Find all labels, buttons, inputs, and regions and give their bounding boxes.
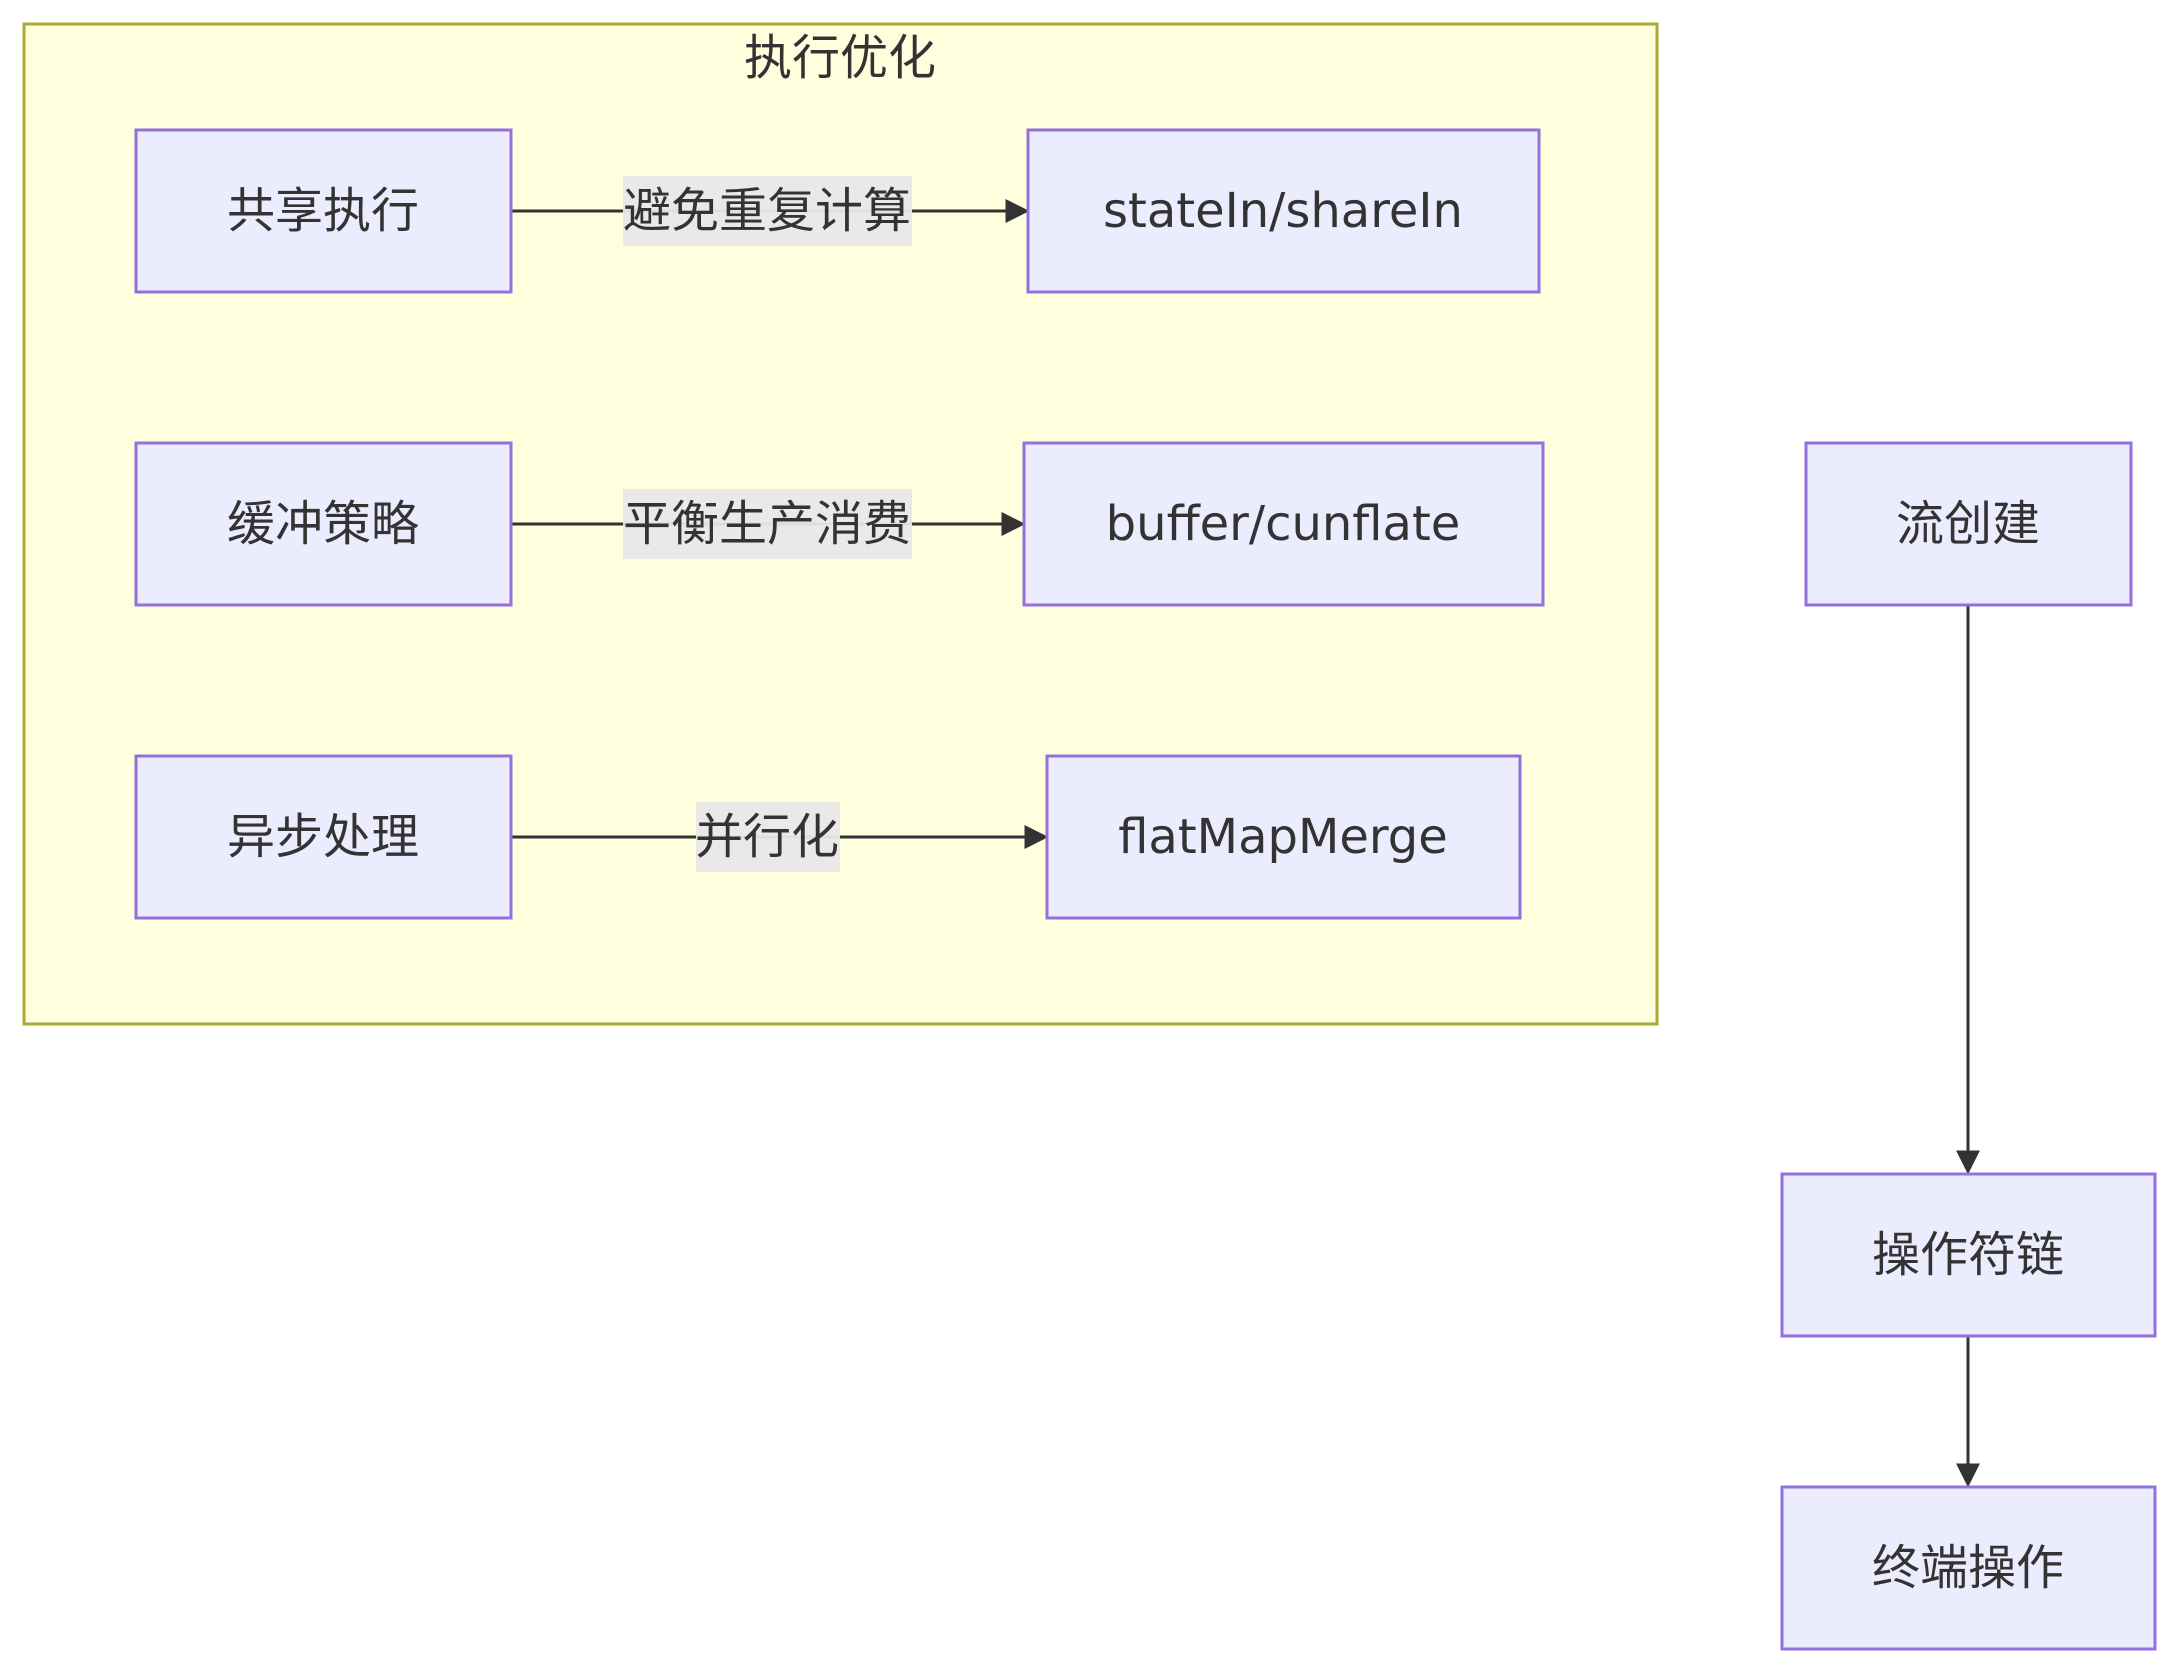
edge-label-balance: 平衡生产消费 — [623, 496, 911, 552]
edge-async-to-flatmap: 并行化 — [511, 802, 1049, 872]
node-flow-create: 流创建 — [1804, 441, 2133, 607]
edge-label-bg — [696, 802, 840, 872]
edge-label-parallel: 并行化 — [695, 809, 839, 865]
node-async-proc: 异步处理 — [134, 754, 513, 920]
svg-text:流创建: 流创建 — [1896, 496, 2040, 552]
svg-text:终端操作: 终端操作 — [1872, 1540, 2064, 1596]
node-flatmapmerge: flatMapMerge — [1045, 754, 1522, 920]
edge-label-bg — [623, 489, 912, 559]
svg-text:共享执行: 共享执行 — [227, 183, 419, 239]
svg-text:stateIn/shareIn: stateIn/shareIn — [1103, 183, 1463, 239]
edge-buffer-strategy-to-buffer: 平衡生产消费 — [511, 489, 1026, 559]
node-terminal-op: 终端操作 — [1780, 1485, 2157, 1651]
node-buffer-cunflate: buffer/cunflate — [1022, 441, 1545, 607]
svg-text:缓冲策略: 缓冲策略 — [227, 496, 419, 552]
svg-text:buffer/cunflate: buffer/cunflate — [1106, 496, 1461, 552]
edge-share-to-statein: 避免重复计算 — [511, 176, 1030, 246]
svg-text:操作符链: 操作符链 — [1872, 1227, 2064, 1283]
svg-text:flatMapMerge: flatMapMerge — [1118, 809, 1448, 865]
edge-label-bg — [623, 176, 912, 246]
cluster-title: 执行优化 — [744, 30, 936, 86]
node-buffer-strategy: 缓冲策略 — [134, 441, 513, 607]
svg-text:异步处理: 异步处理 — [227, 809, 419, 865]
node-operator-chain: 操作符链 — [1780, 1172, 2157, 1338]
node-share-exec: 共享执行 — [134, 128, 513, 294]
node-statein-sharein: stateIn/shareIn — [1026, 128, 1541, 294]
edge-label-avoid-recompute: 避免重复计算 — [623, 183, 911, 239]
